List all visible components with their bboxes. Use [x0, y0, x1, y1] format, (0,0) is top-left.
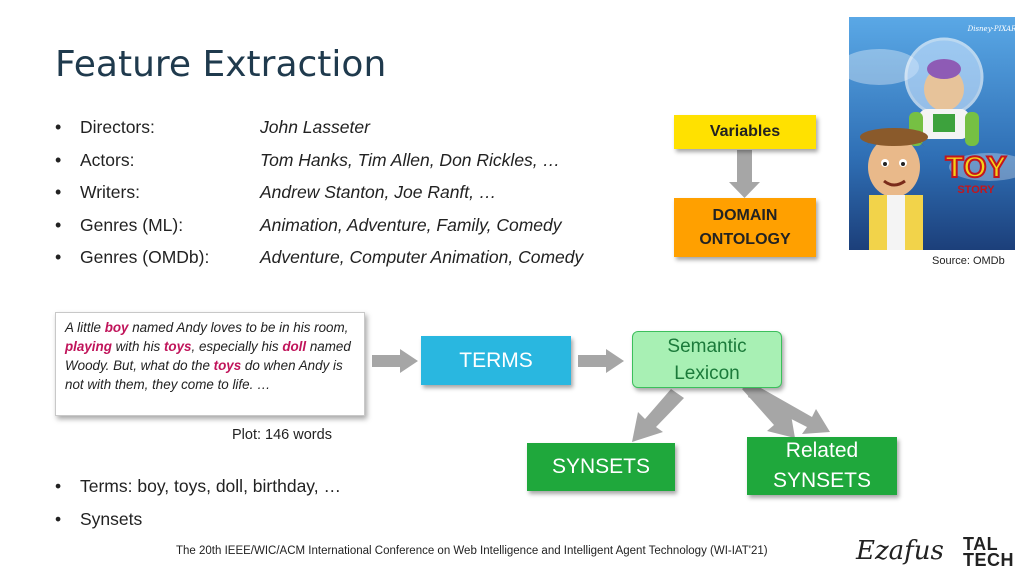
- variables-box: Variables: [674, 115, 816, 149]
- taltech-logo-line1: TAL: [963, 534, 999, 554]
- poster-illustration: TOY STORY Disney·PIXAR: [849, 17, 1015, 250]
- arrow-terms-to-lexicon: [578, 349, 624, 373]
- synsets-box: SYNSETS: [527, 443, 675, 491]
- poster-brand: Disney·PIXAR: [967, 25, 1015, 33]
- erasmus-logo: Ezafus: [856, 536, 944, 566]
- plot-text: named Andy loves to be in his room,: [128, 320, 349, 335]
- ontology-label-line1: DOMAIN: [712, 206, 778, 224]
- terms-box: TERMS: [421, 336, 571, 385]
- bullet-label: Terms: boy, toys, doll, birthday, …: [80, 476, 341, 496]
- bullet-label: Directors:: [80, 117, 155, 137]
- bullet-actors: • Actors: Tom Hanks, Tim Allen, Don Rick…: [55, 147, 675, 180]
- image-source-caption: Source: OMDb: [932, 255, 1005, 267]
- plot-keyword: toys: [213, 358, 242, 373]
- bullet-dot: •: [55, 509, 62, 529]
- bullet-value: Tom Hanks, Tim Allen, Don Rickles, …: [260, 149, 561, 170]
- synsets-label: SYNSETS: [551, 455, 651, 478]
- related-label-line1: Related: [785, 439, 859, 462]
- plot-keyword: boy: [104, 320, 129, 335]
- plot-keyword: playing: [65, 339, 112, 354]
- bullet-genres-omdb: • Genres (OMDb): Adventure, Computer Ani…: [55, 244, 675, 277]
- poster-title-line2: STORY: [957, 184, 995, 196]
- slide-title: Feature Extraction: [55, 44, 387, 85]
- variables-label: Variables: [709, 123, 781, 140]
- bullet-writers: • Writers: Andrew Stanton, Joe Ranft, …: [55, 179, 675, 212]
- bullet-dot: •: [55, 182, 62, 202]
- arrow-variables-to-ontology: [729, 150, 760, 198]
- movie-poster-image: TOY STORY Disney·PIXAR: [849, 17, 1015, 250]
- arrow-plot-to-terms: [372, 349, 418, 373]
- semantic-lexicon-box: Semantic Lexicon: [632, 331, 782, 388]
- bullet-value: Animation, Adventure, Family, Comedy: [260, 214, 562, 235]
- poster-title-line1: TOY: [945, 151, 1006, 184]
- lexicon-label-line1: Semantic: [667, 335, 747, 357]
- plot-text-box: A little boy named Andy loves to be in h…: [55, 312, 365, 416]
- bullet-dot: •: [55, 149, 62, 170]
- conference-footer: The 20th IEEE/WIC/ACM International Conf…: [176, 545, 768, 557]
- plot-text: with his: [111, 339, 164, 354]
- bullet-dot: •: [55, 117, 62, 137]
- taltech-logo: TAL TECH: [963, 534, 1014, 570]
- plot-text: named Woody. But, what do the: [65, 339, 351, 373]
- bullet-label: Actors:: [80, 149, 135, 170]
- bullet-value: John Lasseter: [260, 117, 370, 137]
- bullet-dot: •: [55, 214, 62, 235]
- terms-label: TERMS: [459, 348, 533, 372]
- plot-text: do when Andy is not with them, they come…: [65, 358, 343, 392]
- taltech-logo-line2: TECH: [963, 550, 1014, 570]
- bullet-directors: • Directors: John Lasseter: [55, 114, 675, 147]
- bullet-genres-ml: • Genres (ML): Animation, Adventure, Fam…: [55, 212, 675, 245]
- plot-text: A little: [65, 320, 105, 335]
- lexicon-label-line2: Lexicon: [674, 362, 740, 384]
- arrow-lexicon-to-related-2: [748, 383, 830, 434]
- ontology-label-line2: ONTOLOGY: [699, 230, 791, 248]
- bullet-value: Andrew Stanton, Joe Ranft, …: [260, 182, 497, 202]
- bullet-label: Genres (OMDb):: [80, 247, 210, 267]
- bullet-label: Synsets: [80, 509, 143, 529]
- domain-ontology-box: DOMAIN ONTOLOGY: [674, 198, 816, 257]
- arrow-lexicon-to-synsets: [632, 389, 684, 442]
- plot-keyword: doll: [282, 339, 307, 354]
- bullet-dot: •: [55, 476, 62, 496]
- bullet-dot: •: [55, 247, 62, 267]
- bullet-label: Genres (ML):: [80, 214, 184, 235]
- related-synsets-box: Related SYNSETS: [747, 437, 897, 495]
- bullet-value: Adventure, Computer Animation, Comedy: [260, 247, 584, 267]
- plot-keyword: toys: [163, 339, 192, 354]
- related-label-line2: SYNSETS: [772, 469, 872, 492]
- bullet-label: Writers:: [80, 182, 140, 202]
- plot-caption: Plot: 146 words: [232, 427, 332, 443]
- plot-text: , especially his: [191, 339, 283, 354]
- metadata-bullet-list: • Directors: John Lasseter • Actors: Tom…: [55, 114, 675, 277]
